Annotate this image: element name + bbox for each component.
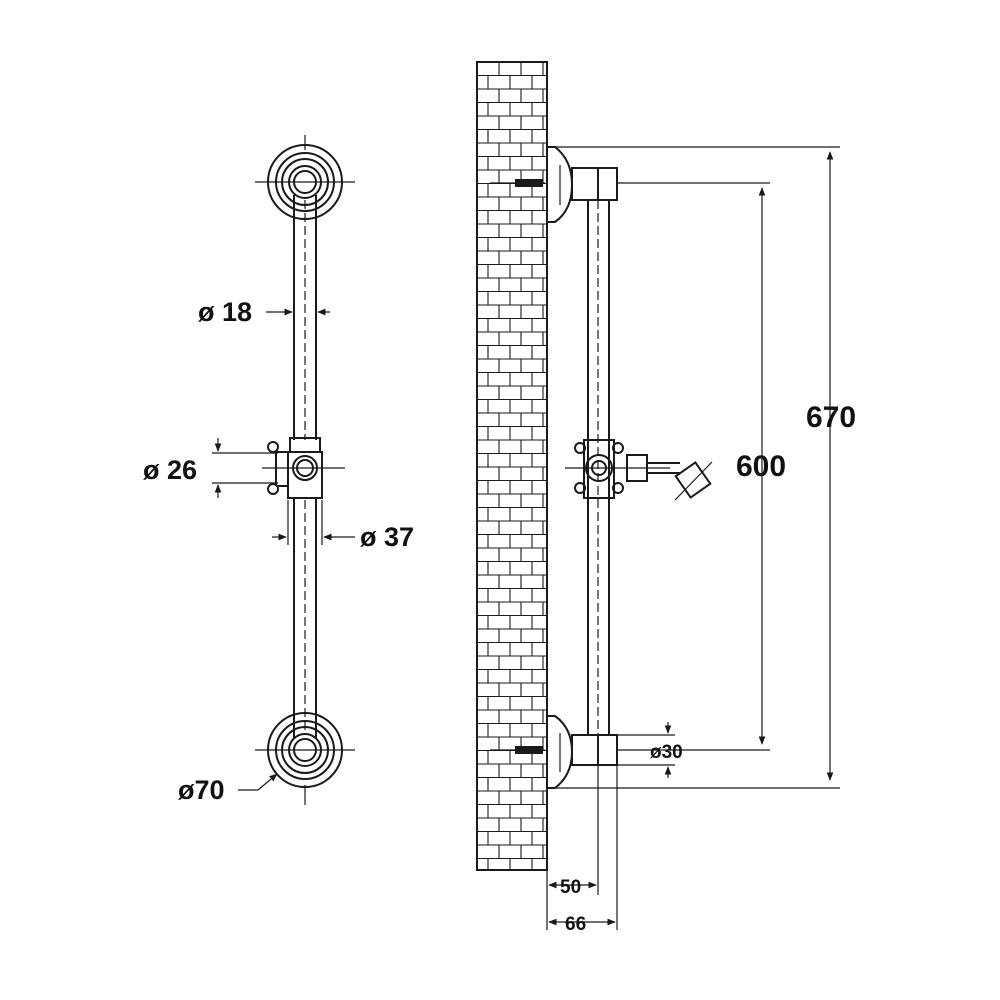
side-slider [565, 439, 713, 501]
slider-height-label: ø 26 [143, 455, 197, 485]
dim-center-distance: 600 [736, 187, 786, 745]
front-slider [262, 437, 345, 499]
dim-bracket-diameter: ø30 [617, 722, 683, 778]
rail-diameter-label: ø 18 [198, 297, 252, 327]
front-rail [293, 195, 317, 738]
dim-overall-depth: 66 [548, 765, 618, 935]
side-view: 670 600 ø30 50 66 [476, 61, 856, 935]
rail-offset-label: 50 [560, 877, 581, 898]
dim-slider-width: ø 37 [272, 500, 414, 552]
top-bracket [490, 146, 618, 223]
brick-wall [476, 61, 548, 871]
overall-depth-label: 66 [565, 914, 586, 935]
dim-base-diameter: ø70 [178, 773, 278, 805]
center-distance-label: 600 [736, 450, 786, 483]
dim-rail-offset: 50 [546, 765, 599, 930]
base-diameter-label: ø70 [178, 775, 225, 805]
slider-width-label: ø 37 [360, 522, 414, 552]
dim-overall-height: 670 [806, 151, 856, 781]
dim-slider-height: ø 26 [143, 438, 278, 498]
front-view: ø 18 ø 26 ø 37 ø70 [143, 135, 414, 805]
overall-height-label: 670 [806, 401, 856, 434]
bracket-diameter-label: ø30 [650, 742, 683, 763]
dim-rail-diameter: ø 18 [198, 297, 330, 327]
